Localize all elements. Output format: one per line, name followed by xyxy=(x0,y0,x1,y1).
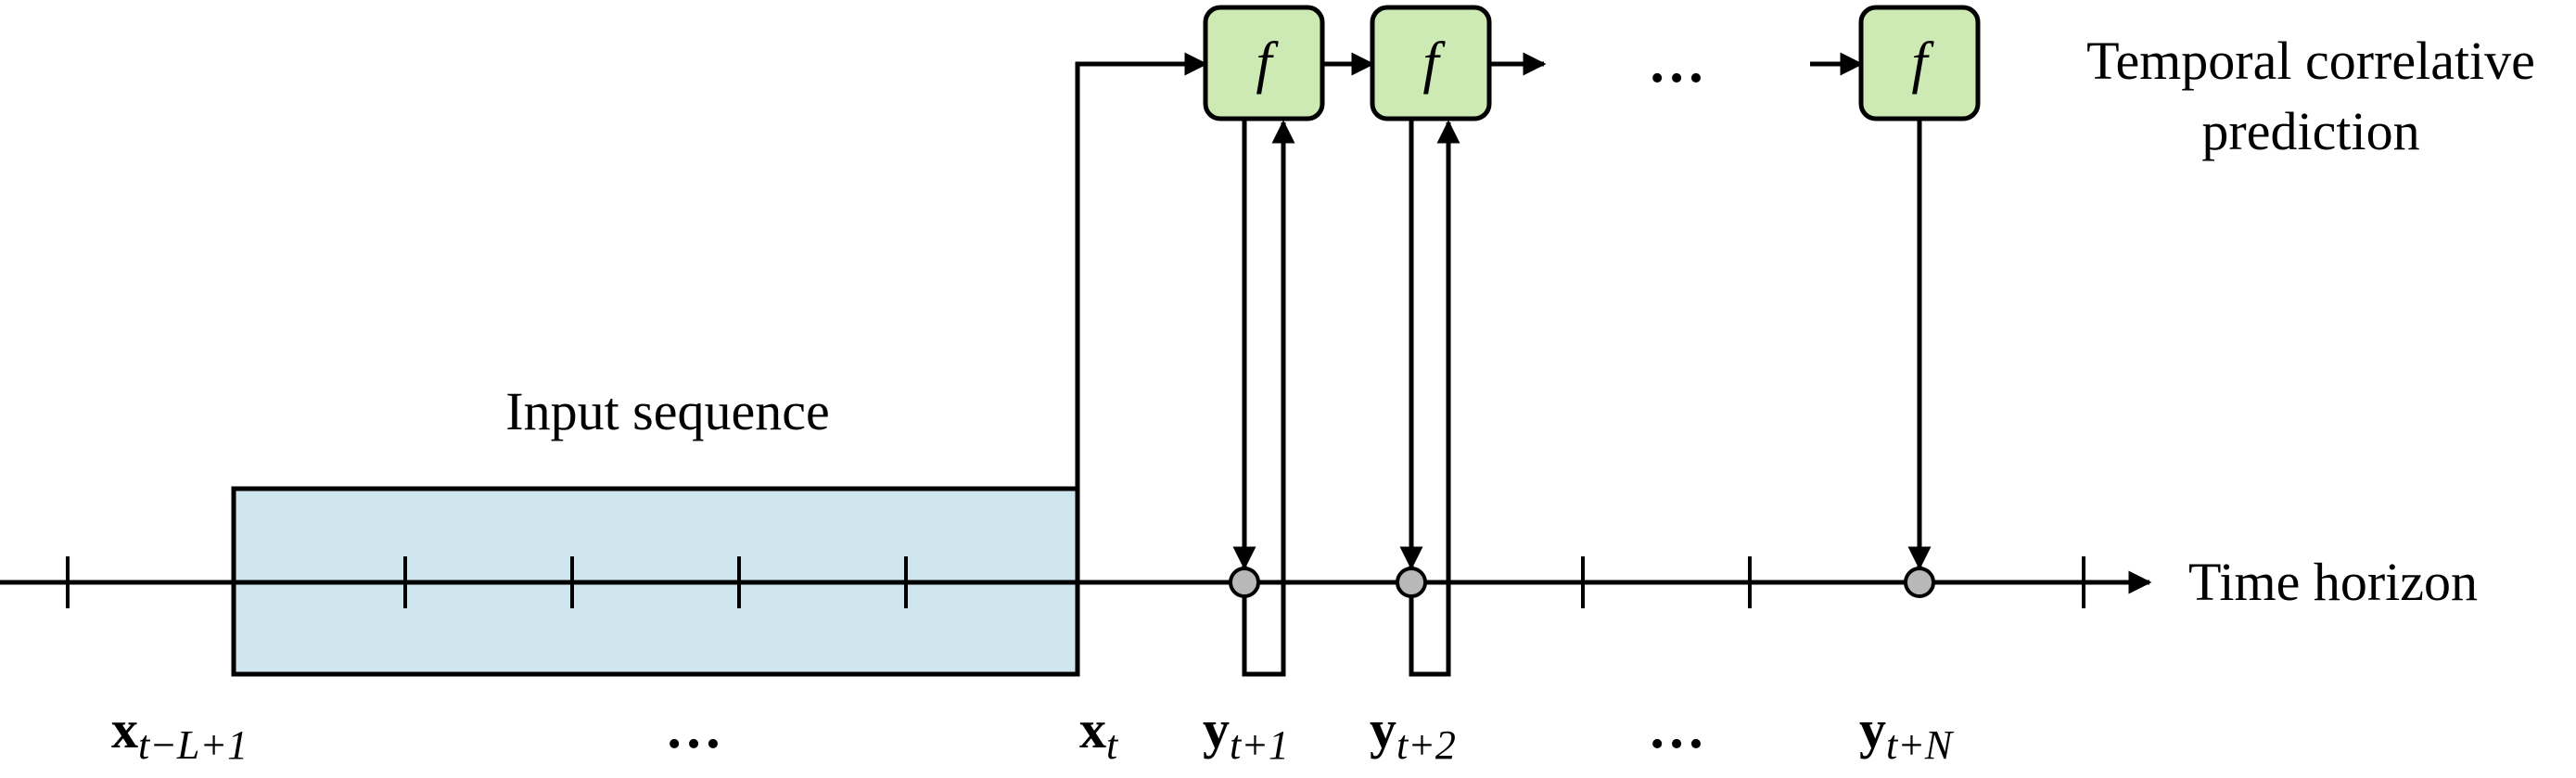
label-y1: yt+1 xyxy=(1203,699,1289,768)
prediction-label-line1: Temporal correlative xyxy=(2086,31,2535,91)
y2-feedback-arrow xyxy=(1409,120,1460,677)
label-yn: yt+N xyxy=(1859,699,1955,768)
input-sequence-label: Input sequence xyxy=(505,381,829,441)
label-subscript: t−L+1 xyxy=(138,722,248,768)
function-box-1: f xyxy=(1203,5,1325,121)
label-y2: yt+2 xyxy=(1370,699,1456,768)
axis-ticks xyxy=(66,556,2085,608)
function-box-n: f xyxy=(1858,5,1981,121)
label-base: x xyxy=(1079,699,1106,759)
label-base: y xyxy=(1859,699,1886,759)
label-base: y xyxy=(1203,699,1230,759)
prediction-point-y1 xyxy=(1229,567,1260,598)
top-ellipsis: … xyxy=(1648,32,1705,95)
label-subscript: t+N xyxy=(1886,722,1955,768)
function-box-2: f xyxy=(1370,5,1492,121)
label-subscript: t+1 xyxy=(1230,722,1289,768)
input-to-f-arrow xyxy=(1075,52,1208,582)
output-ellipsis: … xyxy=(1648,697,1705,760)
label-subscript: t xyxy=(1106,722,1119,768)
label-subscript: t+2 xyxy=(1396,722,1456,768)
label-x-first: xt−L+1 xyxy=(111,699,248,768)
label-base: y xyxy=(1370,699,1396,759)
prediction-label-line2: prediction xyxy=(2201,101,2419,161)
time-horizon-label: Time horizon xyxy=(2188,552,2478,612)
y1-feedback-arrow xyxy=(1242,120,1295,677)
label-base: x xyxy=(111,699,138,759)
prediction-point-y2 xyxy=(1396,567,1427,598)
prediction-point-yn xyxy=(1904,567,1935,598)
label-x-t: xt xyxy=(1079,699,1119,768)
input-ellipsis: … xyxy=(665,697,722,760)
